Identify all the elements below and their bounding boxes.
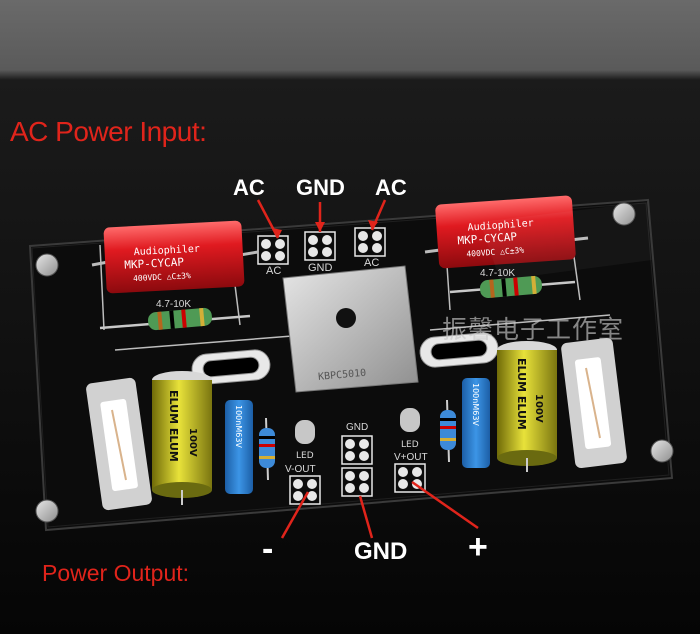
electrolytic-value-left: 100V xyxy=(187,428,198,457)
mkp-capacitor-left: Audiophiler MKP-CYCAP 400VDC △C±3% xyxy=(91,220,259,294)
gnd-input-label: GND xyxy=(296,175,345,200)
bridge-code-label: KBPC5010 xyxy=(318,368,367,383)
resistor-left xyxy=(99,307,251,331)
input-pads xyxy=(257,227,386,265)
led-left: LED xyxy=(295,420,315,461)
electrolytic-capacitor-right: ELUM ELUM 100V xyxy=(497,341,557,472)
electrolytic-label-left: ELUM ELUM xyxy=(167,390,180,462)
cap-rating-label: 400VDC △C±3% xyxy=(133,271,191,283)
silk-gnd-out: GND xyxy=(346,422,368,433)
led-right: LED xyxy=(400,408,420,450)
bridge-rectifier: KBPC5010 xyxy=(282,265,419,393)
ac-left-label: AC xyxy=(233,175,265,200)
film-cap-label-left: 100nM63V xyxy=(234,405,243,448)
cap-model-label: MKP-CYCAP xyxy=(124,255,185,271)
silk-ac-right: AC xyxy=(364,257,379,269)
power-output-label: Power Output: xyxy=(42,560,190,586)
silk-ac-left: AC xyxy=(266,265,281,277)
ac-power-input-label: AC Power Input: xyxy=(10,116,207,147)
silk-v-out-minus: V-OUT xyxy=(285,464,316,475)
cap-brand-label: Audiophiler xyxy=(133,244,200,258)
film-capacitor-right: 100nM63V xyxy=(462,378,490,468)
resistor-label-left: 4.7-10K xyxy=(156,299,191,310)
small-resistor-right xyxy=(440,399,456,463)
mkp-capacitor-right: Audiophiler MKP-CYCAP 400VDC △C±3% xyxy=(424,195,589,269)
watermark-text: 振馨电子工作室 xyxy=(442,315,625,344)
cap-model-label-2: MKP-CYCAP xyxy=(457,230,518,247)
fuse-left xyxy=(86,377,152,511)
cap-rating-label-2: 400VDC △C±3% xyxy=(466,246,524,259)
film-capacitor-left: 100nM63V xyxy=(225,400,253,494)
film-cap-label-right: 100nM63V xyxy=(471,383,480,426)
led-label-right: LED xyxy=(401,440,419,450)
led-label-left: LED xyxy=(296,451,314,461)
electrolytic-capacitor-left: ELUM ELUM 100V xyxy=(152,371,212,505)
ac-right-label: AC xyxy=(375,175,407,200)
cap-brand-label-2: Audiophiler xyxy=(467,218,534,234)
resistor-label-right: 4.7-10K xyxy=(480,268,515,279)
resistor-right xyxy=(449,275,576,299)
electrolytic-label-right: ELUM ELUM xyxy=(515,358,528,430)
minus-output-label: - xyxy=(262,530,274,568)
fuse-right xyxy=(561,337,627,469)
plus-output-label: + xyxy=(468,528,488,566)
output-pads xyxy=(289,435,426,505)
silk-v-out-plus: V+OUT xyxy=(394,452,428,463)
small-resistor-left xyxy=(259,417,275,481)
silk-gnd-top: GND xyxy=(308,262,333,274)
corner-screw-icon xyxy=(35,202,674,523)
electrolytic-value-right: 100V xyxy=(533,394,544,423)
gnd-output-label: GND xyxy=(354,538,408,565)
